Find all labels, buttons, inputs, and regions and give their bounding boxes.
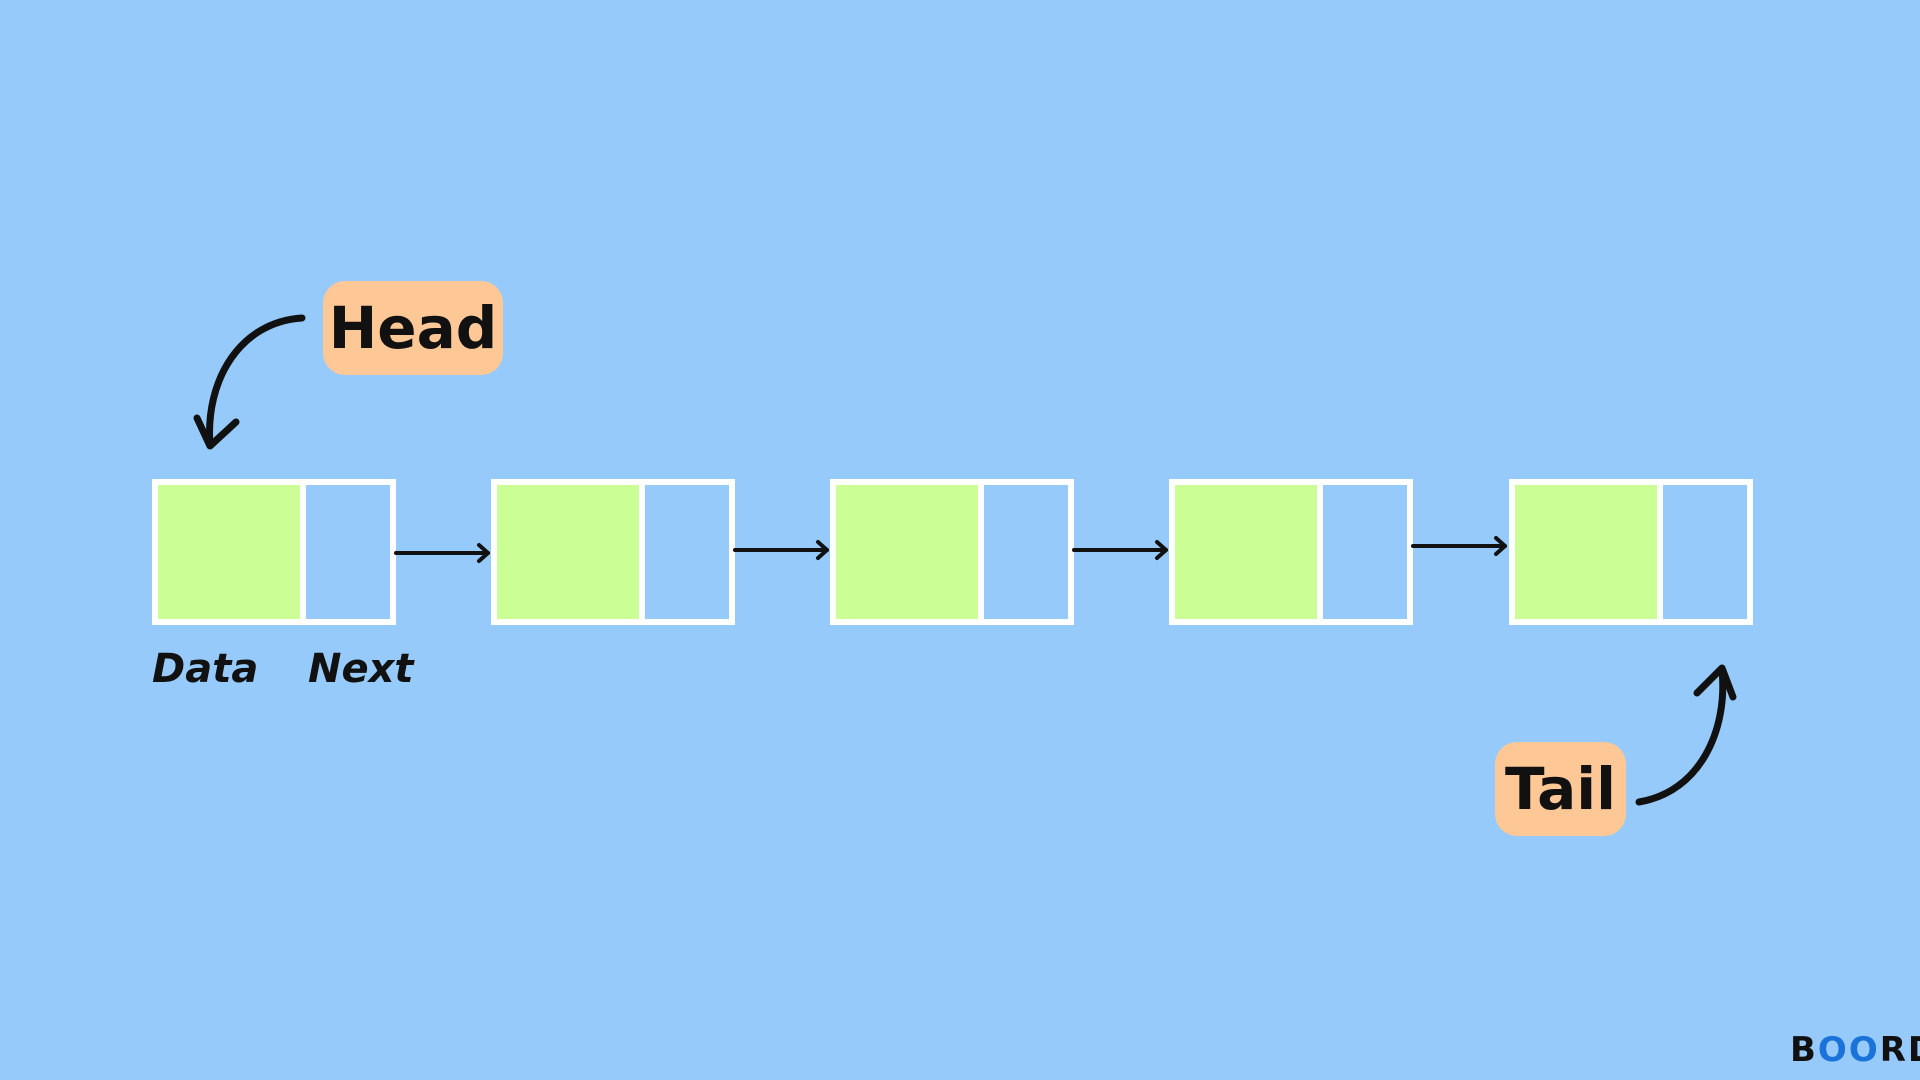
next-field-label: Next <box>308 646 414 692</box>
board-logo: BOORD <box>1790 1030 1920 1070</box>
tail-label: Tail <box>1495 742 1626 836</box>
node-1 <box>152 479 396 625</box>
arrow-3-4 <box>1072 540 1168 560</box>
data-cell <box>830 479 984 625</box>
data-cell <box>1509 479 1663 625</box>
node-2 <box>491 479 735 625</box>
node-4 <box>1169 479 1413 625</box>
node-3 <box>830 479 1074 625</box>
next-cell <box>300 479 396 625</box>
head-pointer-arrow <box>193 314 306 450</box>
next-cell <box>978 479 1074 625</box>
next-cell <box>1657 479 1753 625</box>
head-label: Head <box>323 281 503 375</box>
tail-pointer-arrow <box>1635 664 1737 806</box>
arrow-1-2 <box>394 543 490 563</box>
node-5 <box>1509 479 1753 625</box>
data-cell <box>152 479 306 625</box>
next-cell <box>1317 479 1413 625</box>
data-field-label: Data <box>152 646 259 692</box>
data-cell <box>491 479 645 625</box>
next-cell <box>639 479 735 625</box>
arrow-4-5 <box>1411 536 1507 556</box>
arrow-2-3 <box>733 540 829 560</box>
